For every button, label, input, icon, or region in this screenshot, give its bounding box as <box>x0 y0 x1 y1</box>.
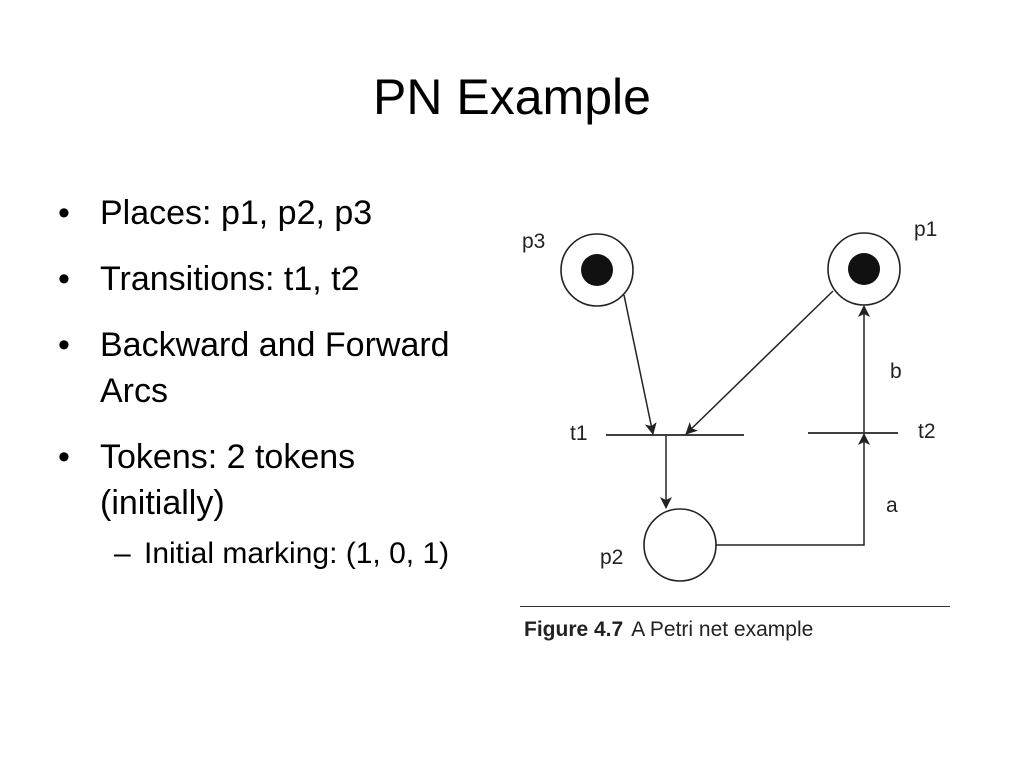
bullet-arcs: • Backward and Forward Arcs <box>58 322 458 414</box>
bullet-mark: • <box>58 194 70 232</box>
bullet-text: Backward and Forward Arcs <box>100 326 450 410</box>
figure-caption: Figure 4.7 A Petri net example <box>524 616 813 644</box>
label-t1: t1 <box>570 422 588 445</box>
place-p1 <box>827 232 901 306</box>
arc-label-a: a <box>886 494 898 517</box>
bullet-places: • Places: p1, p2, p3 <box>58 190 458 236</box>
bullet-text: Tokens: 2 tokens (initially) <box>100 438 356 522</box>
label-p3: p3 <box>522 230 545 253</box>
place-p2-circle <box>643 508 717 582</box>
label-p2: p2 <box>600 546 623 569</box>
bullet-text: Transitions: t1, t2 <box>100 260 360 298</box>
sub-bullet-text: Initial marking: (1, 0, 1) <box>144 537 450 570</box>
place-p2 <box>643 508 717 582</box>
sub-bullet-initial-marking: – Initial marking: (1, 0, 1) <box>114 534 458 574</box>
arc-p3-to-t1 <box>623 294 657 435</box>
bullet-mark: • <box>58 260 70 298</box>
bullet-mark: • <box>58 326 70 364</box>
bullet-tokens: • Tokens: 2 tokens (initially) <box>58 434 458 526</box>
figure-caption-text: A Petri net example <box>631 618 814 641</box>
label-t2: t2 <box>918 420 936 443</box>
bullet-text: Places: p1, p2, p3 <box>100 194 373 232</box>
petri-net-diagram: p3 p1 p2 t1 t2 a b <box>522 218 937 582</box>
arc-p1-to-t1 <box>685 290 834 435</box>
slide-title: PN Example <box>373 69 651 125</box>
place-p3 <box>560 233 634 307</box>
bullet-mark: • <box>58 438 70 476</box>
bullet-transitions: • Transitions: t1, t2 <box>58 256 458 302</box>
caption-rule <box>520 606 950 607</box>
label-p1: p1 <box>914 218 937 241</box>
sub-bullet-mark: – <box>114 537 131 570</box>
arc-label-b: b <box>890 360 902 383</box>
figure-number: Figure 4.7 <box>524 618 624 641</box>
bullet-list: • Places: p1, p2, p3 • Transitions: t1, … <box>58 190 458 574</box>
token-p1 <box>848 253 880 285</box>
token-p3 <box>581 254 613 286</box>
arc-p2-to-t2 <box>716 433 870 546</box>
